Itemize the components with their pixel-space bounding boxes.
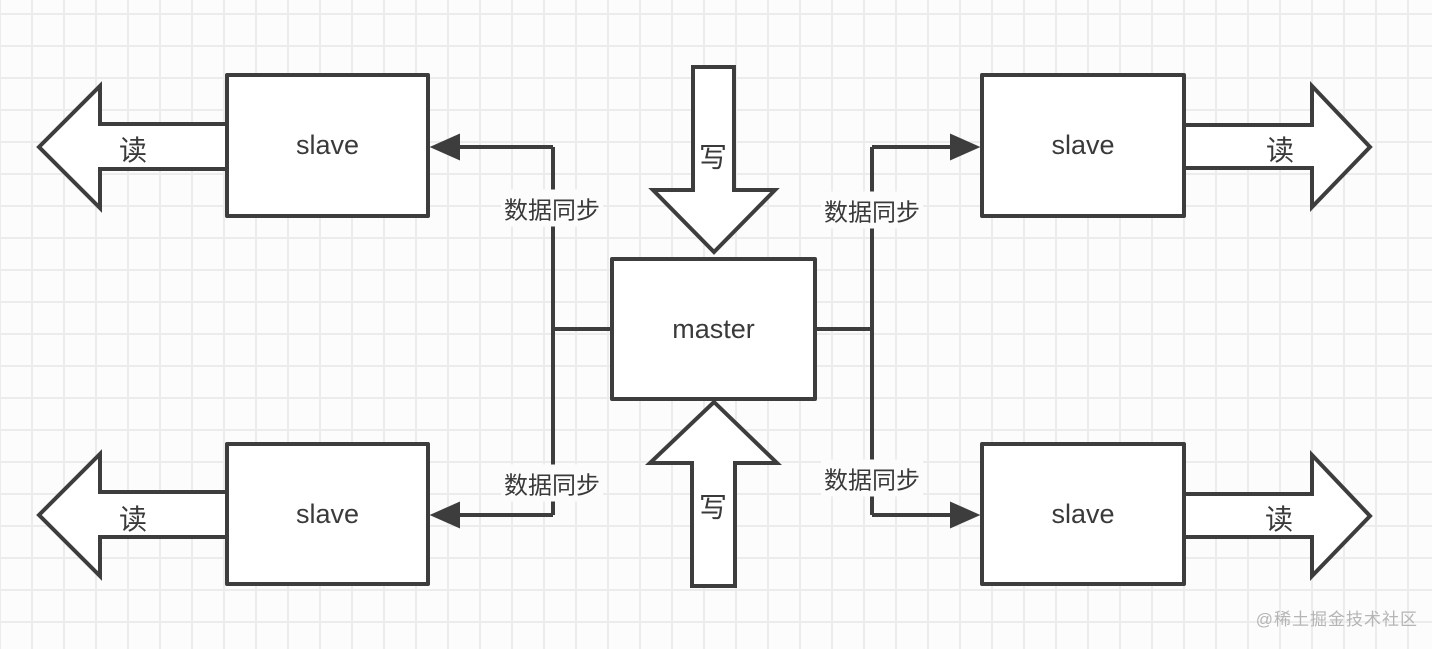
sync-arrowhead-top-left (429, 133, 460, 161)
watermark: @稀土掘金技术社区 (1255, 610, 1418, 629)
master-node: master (610, 257, 817, 401)
read-right-top-block-arrow (1181, 80, 1373, 212)
sync-arrowhead-bottom-right (950, 501, 981, 529)
sync-top-left-label: 数据同步 (501, 189, 603, 227)
sync-top-right-label: 数据同步 (821, 191, 923, 229)
write-top-label: 写 (698, 142, 728, 173)
slave-node-bottom-left: slave (225, 442, 430, 586)
write-up-block-arrow (645, 399, 782, 588)
write-bottom-label: 写 (698, 492, 728, 523)
write-down-block-arrow (648, 65, 780, 255)
sync-bottom-left-label: 数据同步 (501, 464, 603, 502)
master-node-label: master (672, 313, 755, 344)
sync-arrowhead-top-right (950, 133, 981, 161)
sync-arrowhead-bottom-left (429, 501, 460, 529)
sync-connector-right (817, 145, 964, 517)
read-bottom-left-label: 读 (118, 504, 148, 535)
read-right-bottom-block-arrow (1181, 449, 1373, 581)
sync-bottom-right-label: 数据同步 (821, 459, 923, 497)
slave-node-label: slave (1051, 498, 1115, 529)
slave-node-label: slave (295, 130, 360, 160)
read-top-left-label: 读 (118, 135, 148, 166)
slave-node-label: slave (1051, 130, 1115, 160)
read-top-right-label: 读 (1265, 135, 1295, 166)
slave-node-top-right: slave (980, 73, 1186, 218)
slave-node-top-left: slave (225, 73, 430, 218)
read-bottom-right-label: 读 (1264, 504, 1294, 535)
slave-node-label: slave (295, 498, 360, 529)
sync-connector-left (446, 145, 610, 517)
slave-node-bottom-right: slave (980, 442, 1186, 586)
